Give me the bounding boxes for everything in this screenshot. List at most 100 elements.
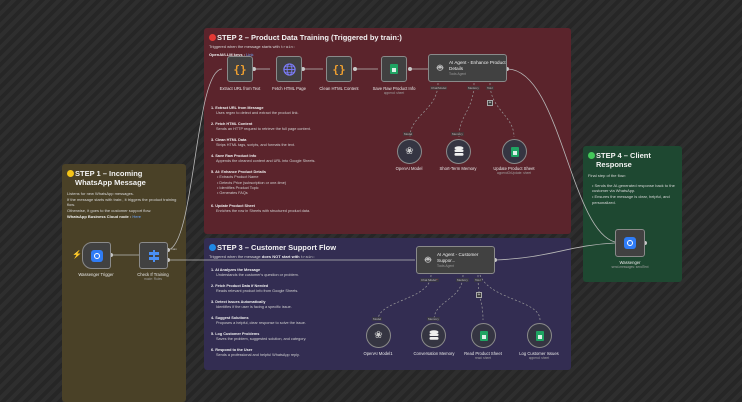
extract-url-node[interactable]: {} — [227, 56, 253, 82]
green-dot-icon — [588, 152, 595, 159]
sticky-step1[interactable]: STEP 1 – Incoming WhatsApp Message Liste… — [62, 164, 186, 402]
step2-trigger-text: Triggered when the message starts with — [209, 44, 280, 50]
wassenger-trigger-node[interactable] — [82, 242, 111, 269]
ai-agent-enhance-title: AI Agent - Enhance Product Details — [449, 60, 506, 71]
step2-title: STEP 2 – Product Data Training (Triggere… — [209, 33, 566, 42]
code-braces-icon: {} — [332, 62, 346, 76]
globe-icon — [282, 62, 296, 76]
wire-agent2-model — [409, 82, 439, 138]
extract-url-label: Extract URL from Text — [219, 86, 261, 91]
step3-trigger-text: Triggered when the message — [209, 254, 261, 260]
wire-agent2-memory — [458, 82, 475, 138]
step3-title: STEP 3 – Customer Support Flow — [209, 243, 566, 252]
database-icon — [429, 330, 438, 340]
port-label-memory: Memory — [451, 132, 464, 136]
port-label-memory: Memory — [456, 278, 469, 282]
cloud-node-link[interactable]: Here — [132, 213, 142, 219]
wire-agent3-to-wassenger — [494, 242, 616, 261]
ai-agent-enhance-node[interactable]: 🤖︎ AI Agent - Enhance Product Details To… — [428, 54, 507, 82]
port-label-tool: Tool — [486, 86, 494, 90]
google-sheets-icon — [479, 330, 488, 341]
openai-icon: ❀ — [374, 330, 383, 341]
wassenger-send-node[interactable] — [615, 229, 645, 257]
update-product-sheet-node[interactable] — [502, 139, 527, 164]
router-signpost-icon — [148, 249, 159, 262]
openai-keys-label: OpenAI/LLM keys : — [209, 52, 246, 58]
ai-agent-support-node[interactable]: 🤖︎ AI Agent - Customer Suppor... Tools A… — [416, 246, 495, 274]
fetch-html-node[interactable] — [276, 56, 302, 82]
google-sheets-icon — [390, 64, 398, 74]
step1-line-1: Listens for new WhatsApp messages. — [67, 190, 134, 196]
add-tool-button[interactable]: + — [487, 100, 493, 106]
wire-agent3-tool-log — [479, 274, 541, 321]
check-if-training-node[interactable] — [139, 242, 168, 269]
save-raw-product-node[interactable] — [381, 56, 407, 82]
openai-keys-link[interactable]: Link — [246, 52, 254, 58]
cloud-node-label: WhatsApp Business Cloud node : — [67, 213, 132, 219]
log-customer-issues-node[interactable] — [527, 323, 552, 348]
port-label-chat-model: Chat Model* — [420, 278, 439, 282]
wassenger-icon — [624, 237, 636, 249]
openai-icon: ❀ — [405, 146, 414, 157]
port-save-out — [408, 67, 412, 71]
openai-model1-label: OpenAI Model1 — [363, 351, 393, 356]
port-extract-out — [252, 67, 256, 71]
port-clean-out — [353, 67, 357, 71]
trigger-bolt-icon: ⚡ — [72, 250, 82, 259]
wassenger-icon — [90, 249, 103, 262]
step4-bullet-2: • Ensures the message is clear, helpful,… — [592, 194, 670, 205]
fetch-html-label: Fetch HTML Page — [272, 86, 306, 91]
step3-trigger-code: train: — [300, 256, 316, 261]
blue-dot-icon — [209, 244, 216, 251]
wire-router-train-to-extract — [167, 68, 223, 251]
port-label-chat-model: Chat Model — [430, 86, 448, 90]
conversation-memory-node[interactable] — [421, 323, 446, 348]
openai-model-node[interactable]: ❀ — [397, 139, 422, 164]
step4-bullet-1: • Sends the AI-generated response back t… — [592, 182, 675, 194]
sticky-step4[interactable]: STEP 4 – Client Response Final step of t… — [583, 146, 682, 282]
step2-list-item: 5. AI: Enhance Product Details Extracts … — [211, 170, 381, 197]
port-label-tool: Tool — [474, 278, 482, 282]
red-dot-icon — [209, 34, 216, 41]
openai-model-label: OpenAI Model — [395, 166, 423, 171]
openai-model1-node[interactable]: ❀ — [366, 323, 391, 348]
step1-line-3: Otherwise, it goes to the customer suppo… — [67, 208, 152, 214]
google-sheets-icon — [535, 330, 544, 341]
check-if-training-sub: mode: Rules — [144, 277, 162, 282]
short-term-memory-node[interactable] — [446, 139, 471, 164]
robot-icon: 🤖︎ — [437, 63, 443, 74]
wire-agent3-memory — [433, 274, 464, 321]
wassenger-trigger-label: Wassenger Trigger — [78, 272, 114, 277]
port-fetch-out — [301, 67, 305, 71]
add-tool-button[interactable]: + — [476, 292, 482, 298]
conversation-memory-label: Conversation Memory — [413, 351, 455, 356]
port-label-model: Model — [372, 317, 383, 321]
database-icon — [454, 146, 463, 156]
clean-html-node[interactable]: {} — [326, 56, 352, 82]
ai-agent-enhance-sub: Tools Agent — [449, 71, 467, 76]
wire-agent2-tool — [489, 82, 515, 138]
step4-intro: Final step of the flow: — [588, 172, 626, 178]
robot-icon: 🤖︎ — [425, 255, 431, 266]
yellow-dot-icon — [67, 170, 74, 177]
read-product-sheet-node[interactable] — [471, 323, 496, 348]
step1-line-2: If the message starts with train:, it tr… — [67, 196, 177, 208]
router-output-train-label: train — [171, 247, 177, 251]
port-label-memory: Memory — [427, 317, 440, 321]
step2-trigger-code: train: — [280, 46, 296, 51]
